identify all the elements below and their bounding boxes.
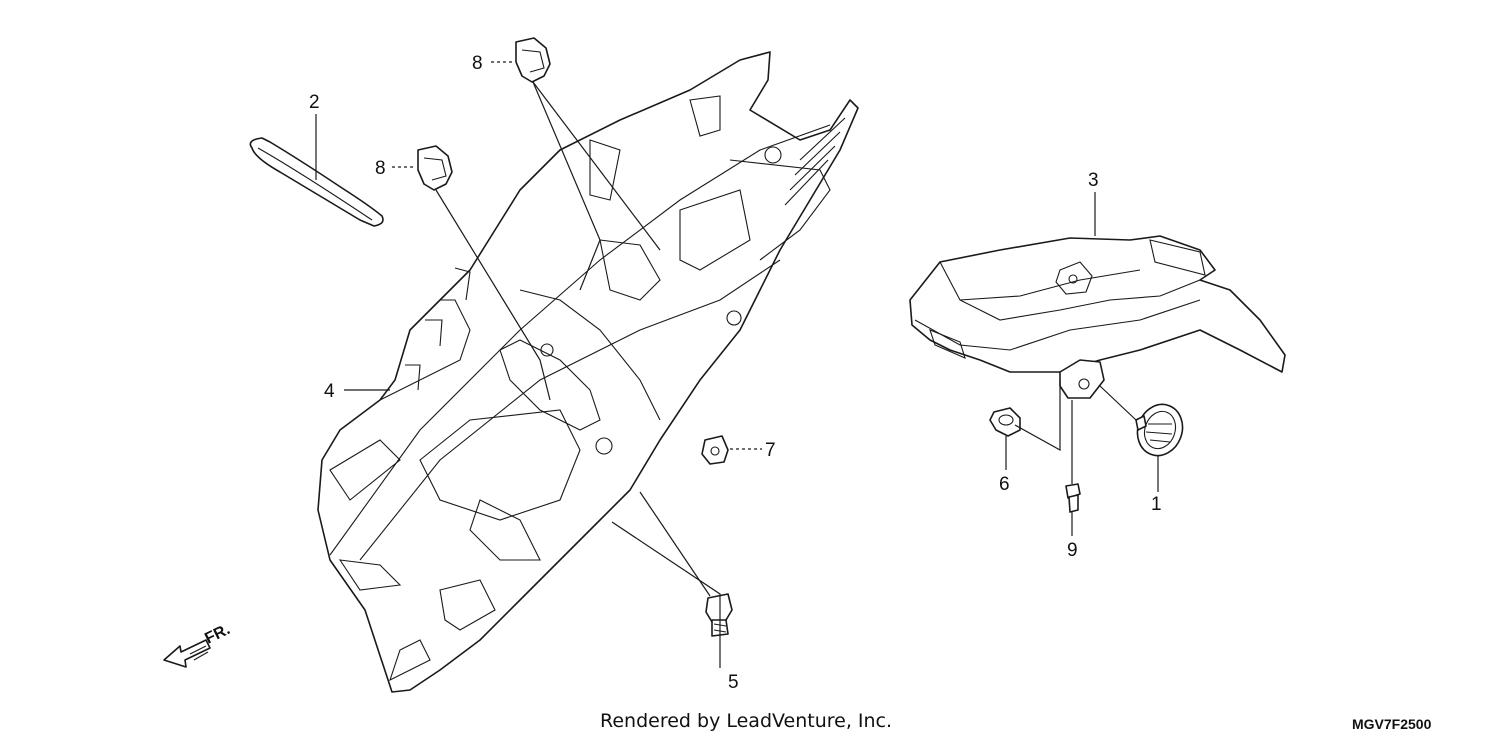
callout-3: 3 bbox=[1088, 170, 1099, 191]
callout-1: 1 bbox=[1151, 494, 1162, 515]
leader-lines bbox=[315, 61, 1159, 668]
callout-2: 2 bbox=[309, 92, 320, 113]
part-9-screw[interactable] bbox=[1065, 483, 1081, 513]
part-1-reflector[interactable] bbox=[1130, 398, 1189, 462]
part-6-grommet[interactable] bbox=[989, 407, 1021, 437]
part-3-rear-fender[interactable] bbox=[909, 235, 1286, 399]
callout-numbers: 1 2 3 4 5 6 7 8 8 9 bbox=[309, 53, 1162, 693]
front-direction-arrow: FR. bbox=[163, 621, 233, 668]
callout-7: 7 bbox=[765, 440, 776, 461]
callout-9: 9 bbox=[1067, 540, 1078, 561]
part-8-clip-upper[interactable] bbox=[515, 37, 551, 83]
part-7-nut[interactable] bbox=[701, 435, 729, 465]
callout-8-lower: 8 bbox=[375, 158, 386, 179]
callout-6: 6 bbox=[999, 474, 1010, 495]
part-4-inner-fender[interactable] bbox=[317, 51, 859, 693]
part-2-seal[interactable] bbox=[249, 137, 384, 227]
callout-5: 5 bbox=[728, 672, 739, 693]
callout-8-upper: 8 bbox=[472, 53, 483, 74]
part-5-bolt[interactable] bbox=[705, 593, 733, 637]
direction-label: FR. bbox=[202, 621, 233, 648]
part-8-clip-lower[interactable] bbox=[417, 145, 453, 191]
diagram-code: MGV7F2500 bbox=[1352, 716, 1432, 732]
render-credit: Rendered by LeadVenture, Inc. bbox=[600, 710, 893, 732]
callout-4: 4 bbox=[324, 381, 335, 402]
